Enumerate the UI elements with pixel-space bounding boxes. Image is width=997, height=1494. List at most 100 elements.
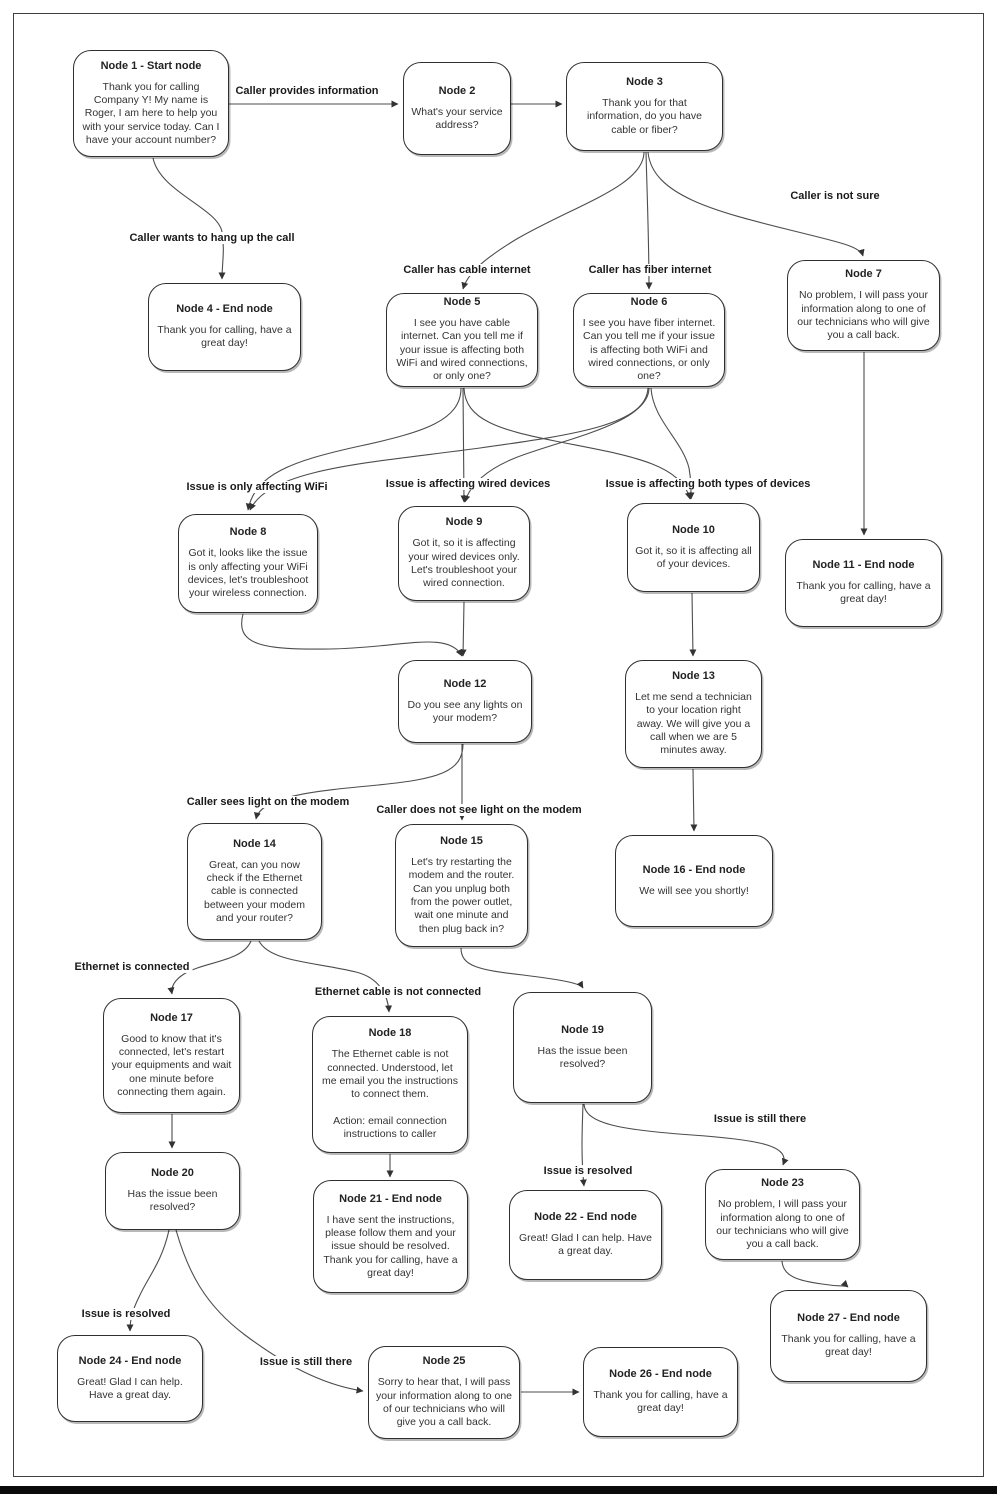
edge-label: Issue is affecting both types of devices	[602, 478, 814, 490]
edge-13-16	[690, 768, 698, 832]
node-5: Node 5 I see you have cable internet. Can…	[386, 293, 538, 387]
edge-label: Ethernet cable is not connected	[311, 986, 485, 998]
node-body-text: Do you see any lights on your modem?	[407, 698, 523, 724]
node-title: Node 1 - Start node	[100, 59, 202, 72]
node-title: Node 20	[151, 1167, 194, 1180]
node-title: Node 14	[233, 837, 276, 850]
edge-14-17	[167, 940, 252, 995]
edge-label: Caller sees light on the modem	[183, 796, 353, 808]
node-body-text: No problem, I will pass your information…	[797, 289, 930, 342]
node-title: Node 22 - End node	[534, 1211, 637, 1224]
edge-3-7	[647, 151, 865, 257]
edge-20-24	[126, 1229, 170, 1332]
edge-label: Issue is resolved	[78, 1308, 174, 1320]
node-body-text: Let me send a technician to your locatio…	[635, 691, 752, 757]
node-15: Node 15 Let's try restarting the modem an…	[395, 824, 528, 947]
node-title: Node 4 - End node	[176, 303, 273, 316]
node-body-text: Great, can you now check if the Ethernet…	[204, 858, 305, 924]
node-title: Node 27 - End node	[797, 1312, 900, 1325]
node-body-text: I see you have cable internet. Can you t…	[396, 317, 528, 383]
edge-label: Issue is still there	[710, 1113, 810, 1125]
node-body-text: Got it, so it is affecting your wired de…	[408, 537, 520, 590]
node-3: Node 3 Thank you for that information, do…	[566, 62, 723, 151]
edge-label: Caller has cable internet	[400, 264, 534, 276]
node-9: Node 9 Got it, so it is affecting your wi…	[398, 506, 530, 601]
node-body-text: Good to know that it's connected, let's …	[111, 1032, 232, 1098]
node-body-text: Has the issue been resolved?	[537, 1044, 628, 1070]
node-14: Node 14 Great, can you now check if the E…	[187, 823, 322, 940]
edge-19-22	[579, 1103, 587, 1187]
node-body-text: Thank you for calling, have a great day!	[157, 324, 292, 350]
node-body-text: Has the issue been resolved?	[127, 1188, 218, 1214]
node-title: Node 13	[672, 670, 715, 683]
edge-label: Caller does not see light on the modem	[373, 804, 585, 816]
node-body-text: I have sent the instructions, please fol…	[323, 1213, 458, 1279]
edge-1-4	[152, 157, 226, 280]
edge-15-19	[460, 947, 584, 989]
node-body-text: No problem, I will pass your information…	[716, 1198, 849, 1251]
node-title: Node 23	[761, 1177, 804, 1190]
node-23: Node 23 No problem, I will pass your info…	[705, 1169, 860, 1260]
edge-label: Caller is not sure	[787, 190, 883, 202]
edge-label: Issue is affecting wired devices	[382, 478, 554, 490]
edge-label: Caller wants to hang up the call	[126, 232, 298, 244]
edge-label: Issue is still there	[256, 1356, 356, 1368]
node-body-text: I see you have fiber internet. Can you t…	[582, 317, 716, 383]
node-body-text: What's your service address?	[411, 105, 503, 131]
edge-label: Caller has fiber internet	[585, 264, 715, 276]
node-2: Node 2 What's your service address?	[403, 62, 511, 155]
edge-5-9	[460, 387, 468, 503]
edge-8-12	[241, 613, 463, 657]
node-title: Node 18	[368, 1027, 412, 1040]
node-title: Node 2	[438, 84, 476, 97]
node-body-text: Great! Glad I can help. Have a great day…	[77, 1375, 183, 1401]
node-17: Node 17 Good to know that it's connected,…	[103, 998, 240, 1113]
node-title: Node 26 - End node	[609, 1368, 712, 1381]
node-title: Node 16 - End node	[642, 863, 746, 876]
node-body-text: Great! Glad I can help. Have a great day…	[518, 1232, 653, 1258]
node-title: Node 3	[626, 76, 663, 89]
node-18: Node 18 The Ethernet cable is not connect…	[312, 1016, 468, 1153]
node-title: Node 24 - End node	[78, 1354, 182, 1367]
node-title: Node 8	[229, 526, 267, 539]
node-body-text: The Ethernet cable is not connected. Und…	[322, 1048, 458, 1141]
node-body-text: Let's try restarting the modem and the r…	[408, 855, 515, 935]
diagram-frame	[13, 13, 984, 1477]
node-title: Node 6	[630, 296, 668, 309]
node-6: Node 6 I see you have fiber internet. Can…	[573, 293, 725, 387]
node-20: Node 20 Has the issue been resolved?	[105, 1152, 240, 1230]
edge-14-18	[258, 940, 393, 1013]
node-8: Node 8 Got it, looks like the issue is on…	[178, 514, 318, 613]
edge-23-27	[781, 1260, 849, 1288]
node-body-text: We will see you shortly!	[639, 884, 749, 897]
node-title: Node 17	[150, 1011, 193, 1024]
node-title: Node 9	[445, 516, 483, 529]
node-body-text: Sorry to hear that, I will pass your inf…	[376, 1376, 513, 1429]
node-body-text: Thank you for calling, have a great day!	[796, 580, 931, 606]
node-title: Node 5	[443, 296, 481, 309]
node-19: Node 19 Has the issue been resolved?	[513, 992, 652, 1103]
node-title: Node 19	[561, 1023, 604, 1036]
bottom-bar	[0, 1486, 997, 1494]
edge-label: Ethernet is connected	[71, 961, 193, 973]
edge-5-10	[463, 387, 692, 500]
node-16: Node 16 - End node We will see you shortl…	[615, 835, 773, 927]
node-title: Node 7	[845, 268, 882, 281]
node-title: Node 10	[672, 523, 715, 536]
node-body-text: Thank you for calling, have a great day!	[593, 1389, 728, 1415]
node-body-text: Thank you for that information, do you h…	[587, 96, 702, 136]
node-title: Node 11 - End node	[812, 559, 915, 572]
node-title: Node 15	[440, 835, 483, 848]
node-body-text: Got it, looks like the issue is only aff…	[187, 547, 309, 600]
